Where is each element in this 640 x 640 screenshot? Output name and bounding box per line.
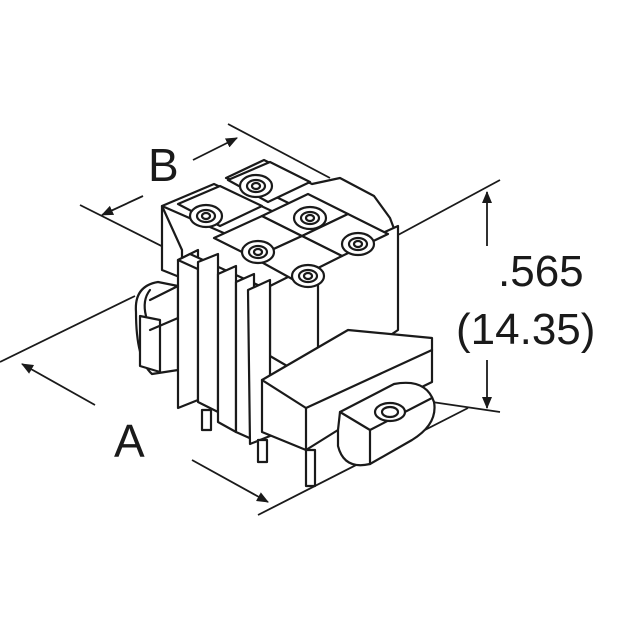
dimension-height: [397, 179, 501, 413]
height-mm-label: (14.35): [456, 305, 596, 354]
connector-body: [134, 158, 436, 488]
contact-ring-2: [188, 203, 224, 229]
height-inch-label: .565: [498, 247, 584, 296]
dimension-a-label: A: [114, 415, 145, 467]
contact-cavities: [188, 173, 376, 289]
contact-ring-5: [340, 231, 376, 257]
contact-ring-1: [238, 173, 274, 199]
contact-ring-4: [240, 239, 276, 265]
contact-ring-3: [292, 205, 328, 231]
contact-ring-6: [290, 263, 326, 289]
mounting-holes: [143, 288, 407, 423]
dimension-b-label: B: [148, 139, 179, 191]
